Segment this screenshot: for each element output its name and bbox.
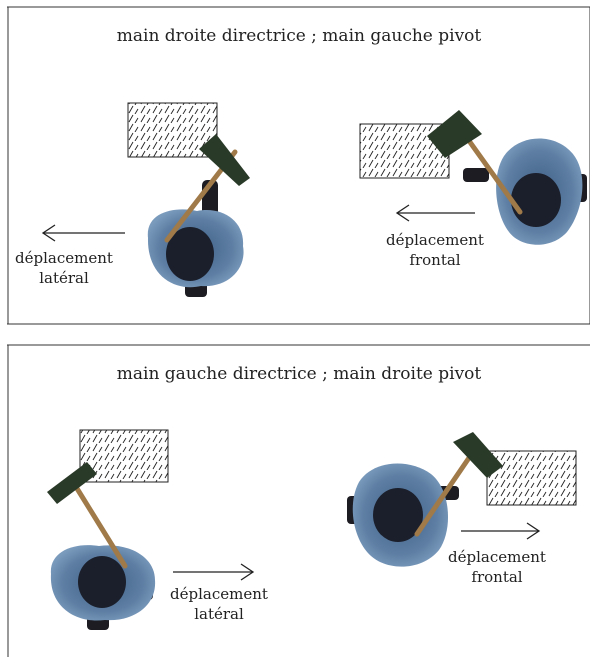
arrow-left: [41, 224, 125, 242]
arrow-right-panel-frontal: [395, 204, 475, 222]
arrow-lateral-right: [173, 563, 255, 581]
caption-frontal: déplacement frontal: [448, 548, 546, 586]
axe-head: [199, 134, 250, 186]
head: [373, 488, 423, 542]
caption-lateral: déplacement latéral: [170, 585, 268, 623]
arrow-frontal-right: [461, 522, 541, 540]
panel-title: main droite directrice ; main gauche piv…: [116, 26, 482, 46]
panel-title: main gauche directrice ; main droite piv…: [116, 364, 482, 384]
panel-top: main droite directrice ; main gauche piv…: [7, 6, 590, 326]
axe-head: [453, 432, 503, 478]
axe-handle: [70, 479, 128, 569]
woodcutter-left: [127, 102, 250, 297]
axe-handle: [414, 449, 476, 537]
panel-bottom: main gauche directrice ; main droite piv…: [7, 344, 590, 657]
woodcutter-left: [47, 429, 169, 630]
head: [78, 556, 126, 608]
caption-frontal: déplacement frontal: [386, 231, 484, 269]
axe-head: [47, 462, 97, 504]
head: [511, 173, 561, 227]
woodcutter-right: [347, 432, 577, 567]
log-block: [486, 450, 577, 506]
axe-head: [427, 110, 482, 158]
head: [166, 227, 214, 281]
foot: [463, 168, 489, 182]
panel-top-drawing: [7, 6, 590, 325]
panel-bottom-drawing: [7, 344, 590, 657]
woodcutter-right: [359, 110, 587, 245]
caption-lateral: déplacement latéral: [15, 249, 113, 287]
